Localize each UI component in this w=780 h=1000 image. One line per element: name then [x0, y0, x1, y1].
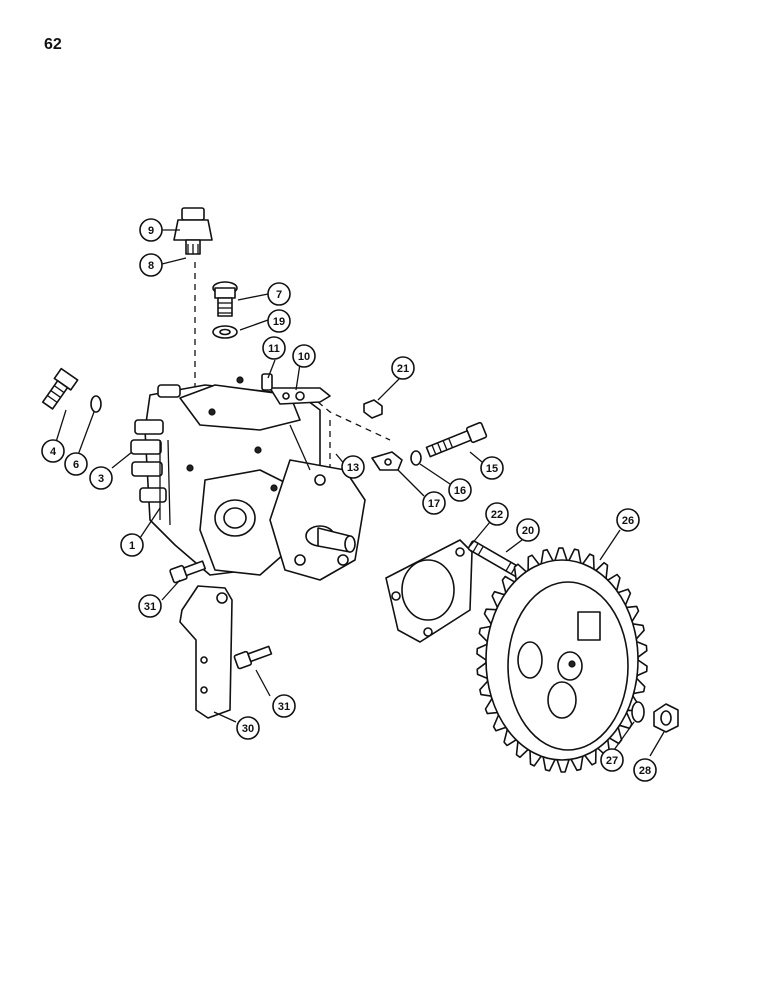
callout-27: 27 [600, 748, 624, 772]
capscrew-upper [169, 560, 207, 584]
svg-text:17: 17 [428, 498, 440, 510]
callout-16: 16 [448, 478, 472, 502]
callout-6: 6 [64, 452, 88, 476]
svg-text:30: 30 [242, 723, 254, 735]
capscrew-lower [233, 645, 273, 670]
callout-13: 13 [341, 455, 365, 479]
svg-text:10: 10 [298, 351, 310, 363]
callout-28: 28 [633, 758, 657, 782]
callout-19: 19 [267, 309, 291, 333]
svg-text:3: 3 [98, 473, 104, 485]
svg-text:28: 28 [639, 765, 651, 777]
svg-text:6: 6 [73, 459, 79, 471]
svg-text:9: 9 [148, 225, 154, 237]
svg-text:27: 27 [606, 755, 618, 767]
callout-26: 26 [616, 508, 640, 532]
callout-10: 10 [292, 344, 316, 368]
svg-text:11: 11 [268, 343, 280, 355]
drive-gear [476, 547, 648, 773]
callout-20: 20 [516, 518, 540, 542]
banjo-bolt [212, 281, 238, 317]
svg-text:13: 13 [347, 462, 359, 474]
callout-3: 3 [89, 466, 113, 490]
callout-4: 4 [41, 439, 65, 463]
svg-text:8: 8 [148, 260, 154, 272]
svg-text:15: 15 [486, 463, 498, 475]
callout-15: 15 [480, 456, 504, 480]
gasket [385, 539, 473, 643]
callout-31-upper: 31 [138, 594, 162, 618]
delivery-valve-fittings [130, 384, 181, 503]
injection-pump [130, 376, 366, 581]
svg-text:31: 31 [278, 701, 290, 713]
svg-text:1: 1 [129, 540, 135, 552]
callout-21: 21 [391, 356, 415, 380]
svg-text:19: 19 [273, 316, 285, 328]
solenoid [173, 207, 213, 255]
callout-8: 8 [139, 253, 163, 277]
svg-text:21: 21 [397, 363, 409, 375]
svg-text:16: 16 [454, 485, 466, 497]
svg-text:26: 26 [622, 515, 634, 527]
page-number: 62 [44, 36, 62, 53]
capscrew [41, 367, 79, 410]
callout-30: 30 [236, 716, 260, 740]
gear-lock-washer [631, 701, 645, 723]
leader-lines [55, 229, 665, 757]
svg-text:31: 31 [144, 601, 156, 613]
svg-text:4: 4 [50, 446, 57, 458]
svg-text:7: 7 [276, 289, 282, 301]
svg-text:22: 22 [491, 509, 503, 521]
svg-text:20: 20 [522, 525, 534, 537]
assembly-line-bracket [317, 401, 391, 441]
nut [363, 399, 383, 419]
callout-11: 11 [262, 336, 286, 360]
cap-screw-long [425, 421, 488, 458]
throttle-lever [261, 373, 331, 405]
lock-washer [90, 395, 102, 413]
callout-31-lower: 31 [272, 694, 296, 718]
support-bracket [179, 585, 233, 719]
callout-9: 9 [139, 218, 163, 242]
callout-22: 22 [485, 502, 509, 526]
callout-7: 7 [267, 282, 291, 306]
callout-1: 1 [120, 533, 144, 557]
callout-17: 17 [422, 491, 446, 515]
o-ring [410, 450, 422, 466]
